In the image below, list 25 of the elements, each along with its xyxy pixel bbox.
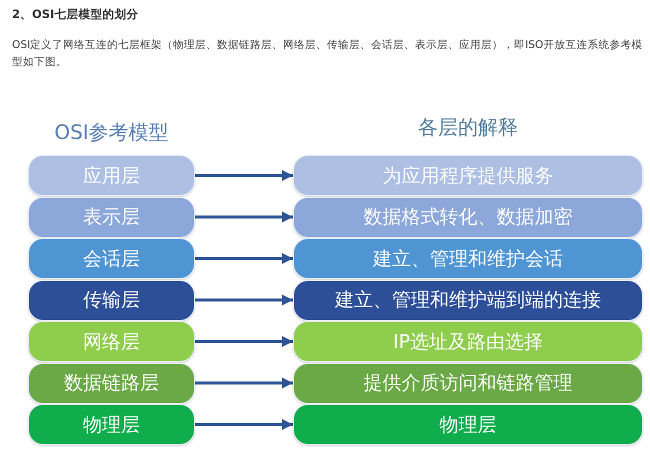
layer-box: 网络层 <box>28 321 195 362</box>
description-box: 建立、管理和维护会话 <box>293 238 643 279</box>
arrow <box>195 253 293 264</box>
paragraph: OSI定义了网络互连的七层框架（物理层、数据链路层、网络层、传输层、会话层、表示层、应用层），即ISO开放互连系统参考模型如下图。 <box>12 38 644 70</box>
description-box: IP选址及路由选择 <box>293 321 643 362</box>
description-box: 为应用程序提供服务 <box>293 155 643 196</box>
description-box: 建立、管理和维护端到端的连接 <box>293 280 643 320</box>
description-box: 数据格式转化、数据加密 <box>293 196 643 238</box>
column-heading: OSI参考模型 <box>53 119 170 146</box>
layer-box: 应用层 <box>28 155 195 196</box>
arrow <box>195 212 293 222</box>
description-box: 物理层 <box>293 404 643 445</box>
arrow <box>195 336 293 347</box>
arrow <box>195 378 293 388</box>
layer-box: 物理层 <box>28 404 195 445</box>
column-heading: 各层的解释 <box>417 114 519 141</box>
layer-box: 表示层 <box>28 196 195 238</box>
layer-box: 数据链路层 <box>28 362 195 404</box>
layer-box: 传输层 <box>28 280 195 320</box>
arrow <box>195 294 293 306</box>
heading: 2、OSI七层模型的划分 <box>12 7 138 22</box>
layer-box: 会话层 <box>28 238 195 279</box>
arrow <box>195 419 293 430</box>
arrow <box>195 170 293 181</box>
description-box: 提供介质访问和链路管理 <box>293 362 643 404</box>
